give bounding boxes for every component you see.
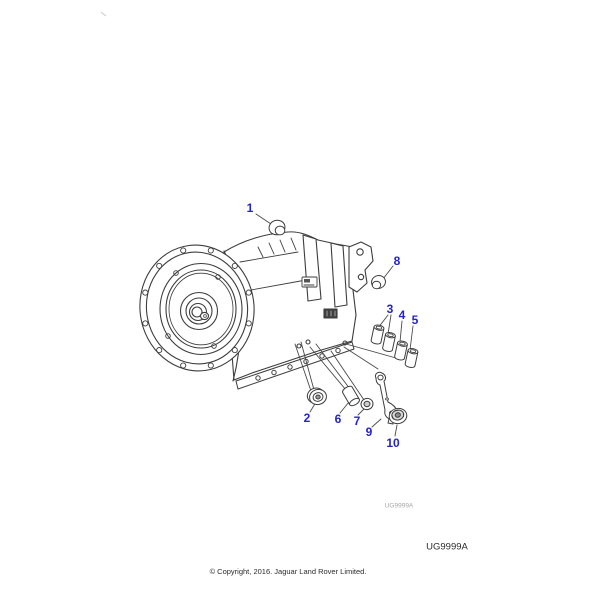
rear-end-plate [348,241,374,293]
callout-8: 8 [393,254,401,268]
callout-9: 9 [365,425,373,439]
part-3-dowel-sleeve [382,331,396,352]
gearbox-case [223,231,374,390]
callout-1: 1 [246,201,254,215]
part-1-plug [268,219,286,236]
case-body-outline [223,231,357,381]
part-5-dowel-sleeve [404,347,419,368]
stray-mark [100,11,107,17]
case-boss [342,340,348,346]
callout-5: 5 [411,313,419,327]
callout-2: 2 [303,411,311,425]
case-boss [296,343,302,349]
callout-3: 3 [386,302,394,316]
callout-4: 4 [398,308,406,322]
id-plate [301,276,318,288]
case-strap [330,242,348,308]
callout-7: 7 [353,414,361,428]
figure-code: UG9999A [426,541,468,553]
case-boss [305,339,311,345]
part-6-sleeve [342,385,360,407]
part-2-grommet [306,387,327,406]
part-7-washer [360,397,374,411]
connector-block [323,308,338,319]
callout-6: 6 [334,412,342,426]
callout-10: 10 [386,436,400,450]
part-8-plug [371,275,386,290]
converter-hub [199,311,210,321]
part-10-nut [388,407,408,425]
torque-converter [159,262,243,356]
bell-housing [139,244,255,372]
detached-parts [268,219,419,425]
copyright-text: © Copyright, 2016. Jaguar Land Rover Lim… [209,567,367,576]
watermark-code: UG9999A [384,502,414,510]
part-4-dowel-sleeve [394,340,408,361]
flange-bolt-holes [142,247,252,369]
leader-lines [255,213,414,437]
part-3-dowel-sleeve [370,324,385,345]
